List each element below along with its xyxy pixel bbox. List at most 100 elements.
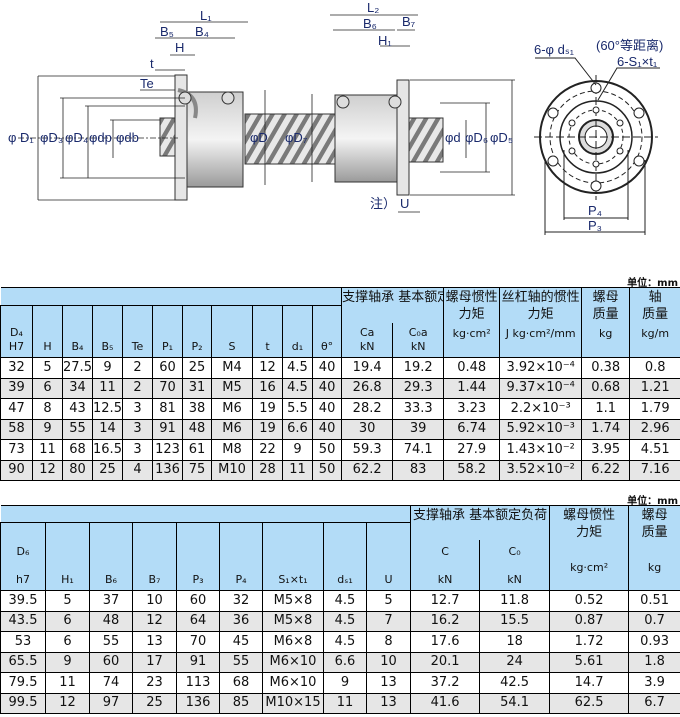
table-cell: M10: [211, 459, 253, 481]
table-cell: 42.5: [479, 672, 551, 694]
table-cell: 68: [62, 439, 93, 461]
header-cell: θ°: [311, 305, 343, 358]
header-cell: B₇: [132, 522, 177, 591]
header-cell: P₁: [152, 305, 183, 358]
label-small-d: φd: [445, 130, 461, 145]
table-cell: 16.2: [410, 610, 481, 632]
table-cell: 6: [32, 377, 63, 399]
table-cell: 0.8: [629, 357, 680, 379]
label-d4: φD₄: [65, 130, 88, 145]
table-cell: 31: [182, 377, 212, 399]
table-cell: 4.5: [323, 631, 367, 653]
table-cell: 13: [132, 631, 177, 653]
table-cell: 1.43×10⁻²: [499, 439, 583, 461]
table-cell: 33.3: [392, 398, 445, 420]
table-cell: 80: [62, 459, 93, 481]
label-d6: φD₆: [465, 130, 488, 145]
table-cell: 60: [176, 590, 220, 612]
table-cell: 83: [392, 459, 445, 481]
label-b5: B₅: [160, 24, 174, 39]
table-cell: 12: [132, 610, 177, 632]
table-cell: 53: [0, 631, 46, 653]
table-cell: 50: [311, 439, 343, 461]
table-cell: 32: [0, 357, 33, 379]
header-cell: P₃: [176, 522, 220, 591]
table-cell: 1.1: [581, 398, 631, 420]
table-cell: 4.5: [323, 590, 367, 612]
header-cell: U: [365, 522, 412, 591]
table-cell: 3: [122, 418, 153, 440]
header-cell: t: [252, 305, 283, 358]
table-cell: 12: [252, 357, 283, 379]
table-cell: 9: [32, 418, 63, 440]
table-cell: 58: [0, 418, 33, 440]
table-cell: 43.5: [0, 610, 46, 632]
table-cell: 14.7: [549, 672, 630, 694]
end-view: [534, 57, 660, 235]
table-cell: 10: [132, 590, 177, 612]
table-cell: 113: [176, 672, 220, 694]
table-cell: 7.16: [629, 459, 680, 481]
table-cell: 5.5: [282, 398, 313, 420]
table-cell: 4.51: [629, 439, 680, 461]
label-l1: L₁: [200, 8, 212, 23]
table-cell: 37.2: [410, 672, 481, 694]
table-cell: 18: [479, 631, 551, 653]
label-b4: B₄: [195, 24, 209, 39]
table-cell: 27.5: [62, 357, 93, 379]
table-cell: 19.4: [341, 357, 394, 379]
label-equal-spacing: (60°等距离): [596, 38, 663, 53]
table-cell: 11: [92, 377, 123, 399]
table-cell: 5: [32, 357, 63, 379]
table-cell: 136: [152, 459, 183, 481]
header-cell: Te: [122, 305, 153, 358]
table-cell: M6: [211, 398, 253, 420]
header-cell: S₁×t₁: [262, 522, 324, 591]
table-cell: 74: [89, 672, 133, 694]
table-cell: M10×15: [262, 692, 324, 714]
header-cell: D₆ h7: [0, 522, 46, 591]
table-cell: 60: [152, 357, 183, 379]
table-cell: 39.5: [0, 590, 46, 612]
label-d1: φ D₁: [8, 130, 34, 145]
table-cell: 61: [182, 439, 212, 461]
label-s1t1: 6-S₁×t₁: [617, 54, 658, 69]
table-cell: 3.52×10⁻²: [499, 459, 583, 481]
table-cell: 12: [45, 692, 90, 714]
table-cell: M6: [211, 418, 253, 440]
table-cell: 62.2: [341, 459, 394, 481]
table-cell: 68: [219, 672, 263, 694]
table-cell: 9.37×10⁻⁴: [499, 377, 583, 399]
table-cell: M6×10: [262, 672, 324, 694]
header-title-unit: J kg·cm²/mm: [505, 327, 576, 340]
header-sub-cell: C₀ kN: [479, 539, 551, 591]
table-cell: 3: [122, 398, 153, 420]
table-cell: M6×8: [262, 631, 324, 653]
table-cell: 136: [176, 692, 220, 714]
header-band: [0, 287, 342, 306]
table-cell: 1.72: [549, 631, 630, 653]
header-cell: B₅: [92, 305, 123, 358]
table-cell: 3.9: [628, 672, 680, 694]
table-cell: 99.5: [0, 692, 46, 714]
table-cell: 1.79: [629, 398, 680, 420]
table-cell: 79.5: [0, 672, 46, 694]
label-p4: P₄: [588, 203, 602, 218]
table-cell: 81: [152, 398, 183, 420]
table-cell: 7: [365, 610, 412, 632]
header-title-text: 丝杠轴的惯性 力矩: [501, 290, 580, 322]
header-title-unit: kg/m: [641, 327, 670, 340]
table-cell: 0.48: [443, 357, 501, 379]
table-cell: 19: [252, 418, 283, 440]
table-cell: 15.5: [479, 610, 551, 632]
header-title-text: 螺母惯性 力矩: [563, 508, 616, 540]
